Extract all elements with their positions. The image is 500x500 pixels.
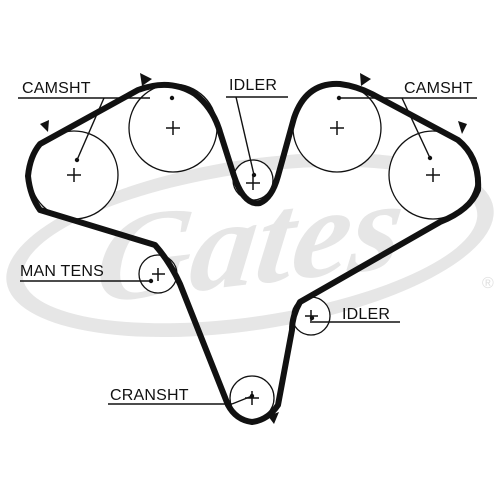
- plus-cross-icon: [166, 121, 180, 135]
- triangle-marker-icon: [140, 73, 152, 86]
- label-crankshaft: CRANSHT: [110, 387, 189, 404]
- timing-belt: [25, 80, 482, 425]
- leader-camshaft-right: [339, 97, 477, 159]
- leader-idler-top: [226, 96, 288, 176]
- triangle-marker-icon: [458, 121, 467, 134]
- hub-dot-camshaft-inner-left: [169, 95, 175, 101]
- leader-camshaft-left: [18, 97, 150, 161]
- label-idler-top: IDLER: [229, 77, 277, 94]
- triangle-marker-icon: [40, 120, 49, 132]
- triangle-marker-icon: [268, 412, 279, 424]
- triangle-marker-icon: [360, 73, 371, 86]
- pulley-man-tens: [138, 254, 178, 294]
- label-idler-right: IDLER: [342, 306, 390, 323]
- leader-crankshaft: [108, 395, 253, 405]
- hub-dot-idler-right: [309, 315, 315, 321]
- plus-cross-icon: [67, 168, 81, 182]
- plus-cross-icon: [330, 121, 344, 135]
- plus-cross-icon: [246, 176, 260, 190]
- plus-cross-icon: [426, 168, 440, 182]
- plus-cross-icon: [152, 268, 165, 281]
- label-man-tens: MAN TENS: [20, 263, 104, 280]
- label-camshaft-right: CAMSHT: [404, 80, 473, 97]
- label-camshaft-left: CAMSHT: [22, 80, 91, 97]
- watermark-trademark: ®: [482, 275, 494, 292]
